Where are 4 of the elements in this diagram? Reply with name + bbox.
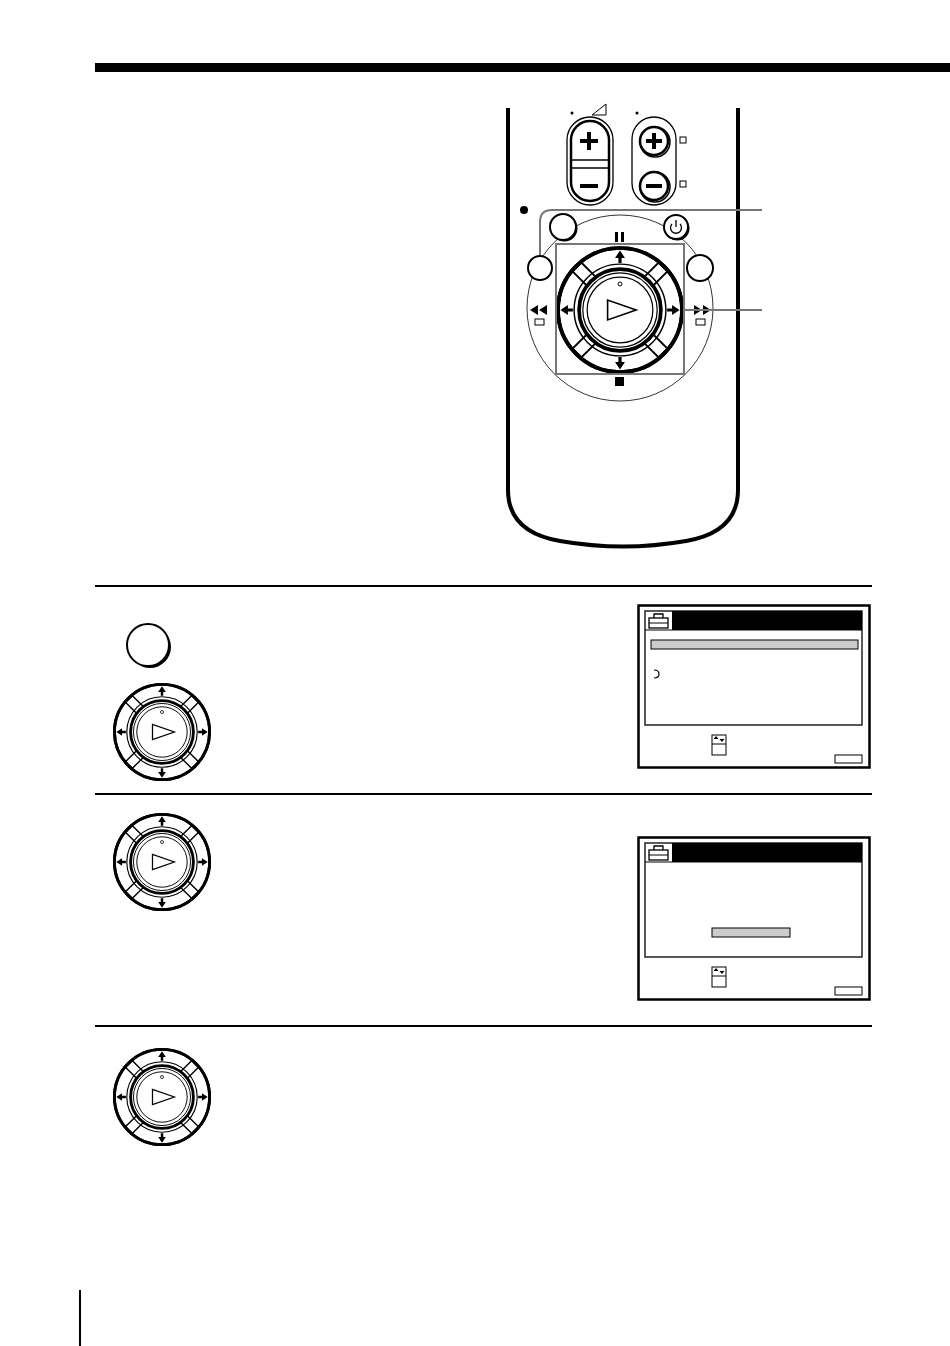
highlight-frame	[555, 243, 685, 375]
leader-line	[539, 209, 763, 256]
leader-line	[684, 309, 763, 311]
remote-button	[527, 255, 553, 281]
